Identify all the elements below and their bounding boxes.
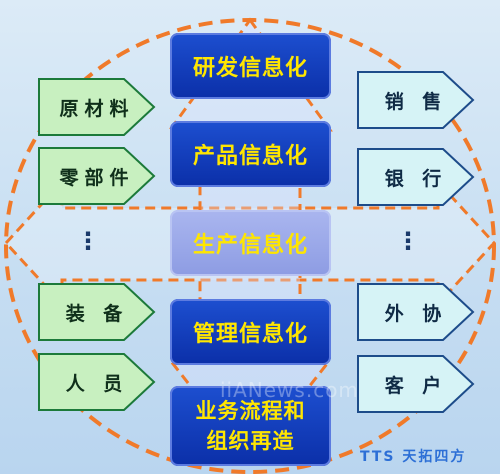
site-watermark: iiANews.com — [220, 378, 359, 402]
right-ellipsis: ⋮ — [378, 216, 438, 266]
right-arrow-outsourcing: 外 协 — [357, 283, 475, 341]
product-info-label: 产品信息化 — [192, 144, 308, 169]
right-arrow-label: 客 户 — [384, 374, 448, 397]
right-arrow-sales: 销 售 — [357, 71, 475, 129]
production-info-label: 生产信息化 — [192, 233, 308, 258]
process-label-line2: 组织再造 — [206, 429, 295, 453]
right-arrow-label: 银 行 — [384, 167, 448, 190]
right-arrow-label: 外 协 — [384, 302, 448, 325]
research-info-box: 研发信息化 — [170, 33, 331, 99]
process-label-line1: 业务流程和 — [195, 399, 306, 423]
left-arrow-raw-materials: 原材料 — [38, 78, 156, 136]
right-ellipsis-label: ⋮ — [396, 227, 420, 255]
left-ellipsis-label: ⋮ — [76, 227, 100, 255]
left-arrow-components: 零部件 — [38, 147, 156, 205]
right-arrow-bank: 银 行 — [357, 148, 475, 206]
management-info-label: 管理信息化 — [192, 322, 308, 347]
left-arrow-label: 原材料 — [59, 97, 135, 120]
management-info-box: 管理信息化 — [170, 299, 331, 365]
process-reengineering-box: 业务流程和 组织再造 — [170, 386, 331, 466]
left-ellipsis: ⋮ — [58, 216, 118, 266]
production-info-box: 生产信息化 — [170, 210, 331, 276]
left-arrow-label: 人 员 — [65, 372, 129, 395]
right-arrow-label: 销 售 — [384, 90, 448, 113]
brand-watermark: TTS 天拓四方 — [360, 449, 467, 465]
research-info-label: 研发信息化 — [192, 56, 308, 81]
left-arrow-personnel: 人 员 — [38, 353, 156, 411]
left-arrow-equipment: 装 备 — [38, 283, 156, 341]
left-arrow-label: 零部件 — [59, 166, 135, 189]
left-arrow-label: 装 备 — [65, 302, 129, 325]
right-arrow-customers: 客 户 — [357, 355, 475, 413]
product-info-box: 产品信息化 — [170, 121, 331, 187]
